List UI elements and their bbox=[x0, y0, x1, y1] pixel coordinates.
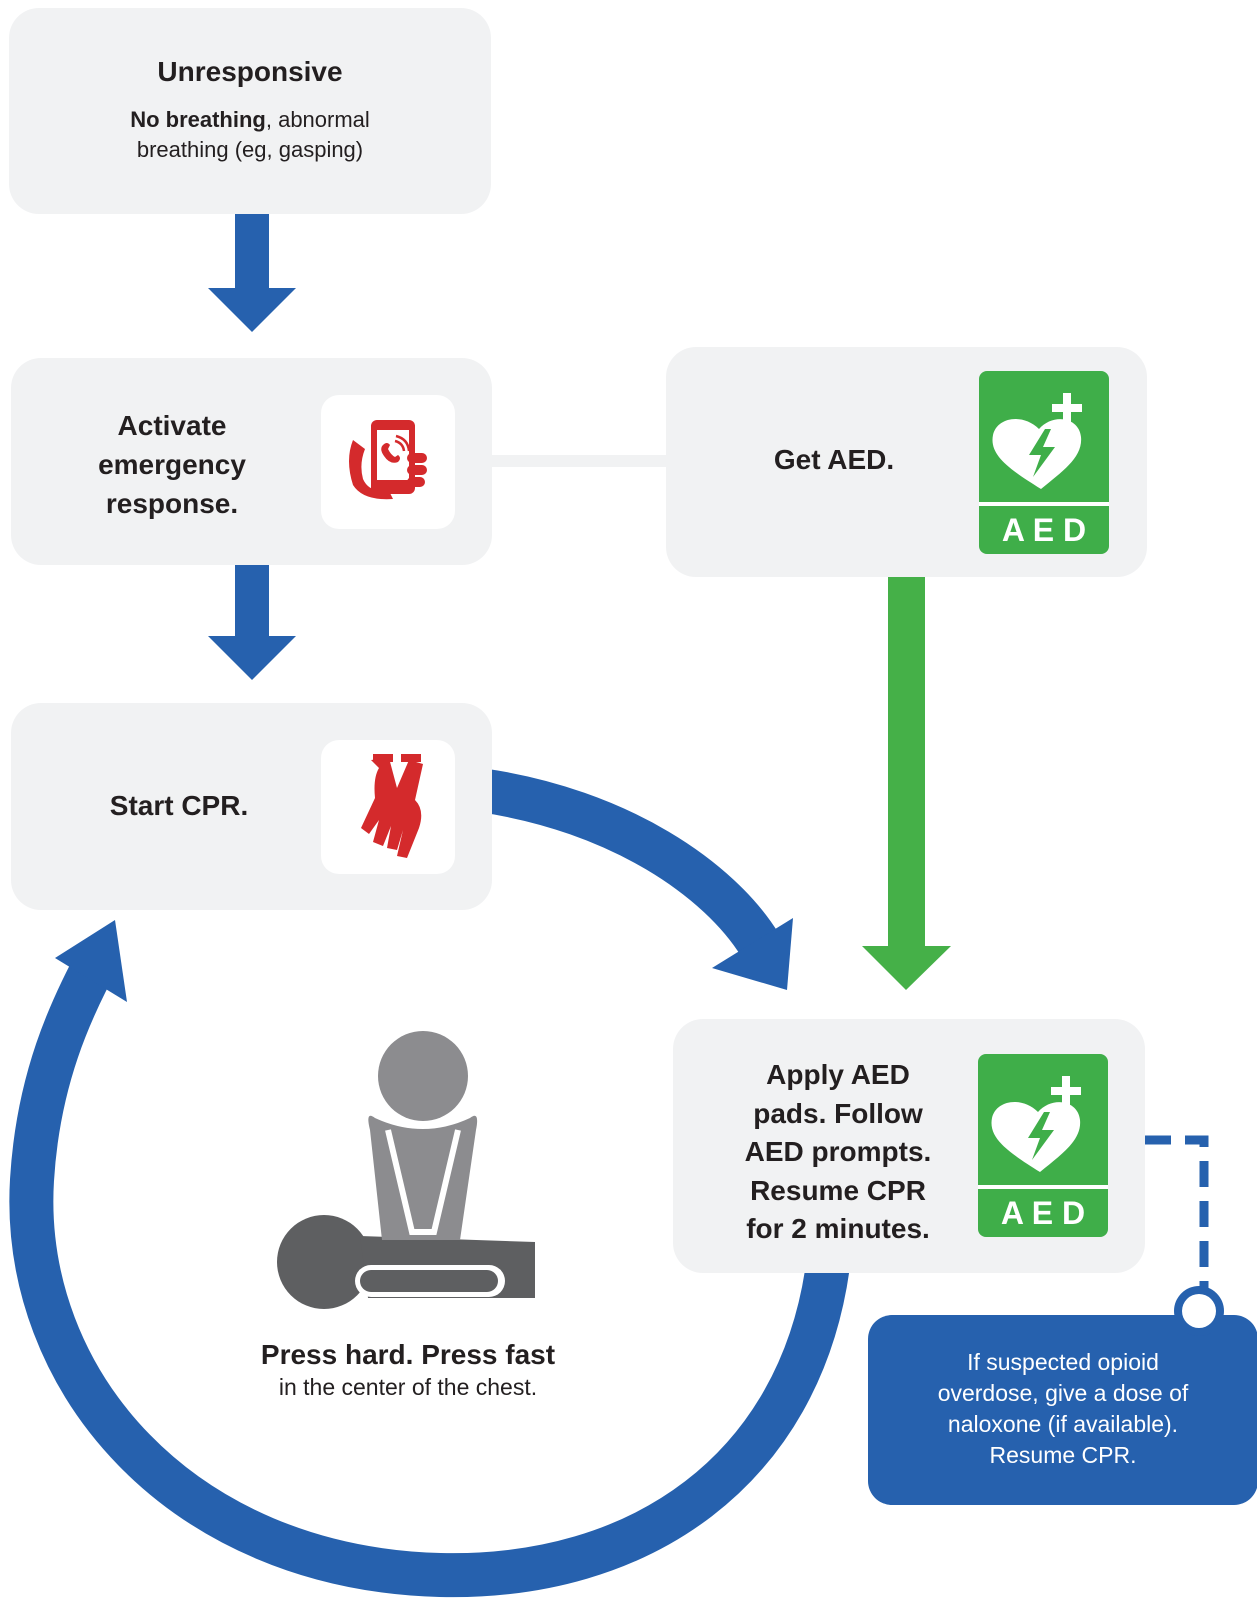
cpr-loop-arrowhead-left bbox=[55, 920, 127, 1002]
unresponsive-desc-line2: breathing (eg, gasping) bbox=[136, 137, 364, 162]
apply-aed-box: Apply AED pads. Follow AED prompts. Resu… bbox=[673, 1019, 1145, 1273]
callout-knob-inner bbox=[1182, 1294, 1216, 1328]
no-breathing-bold: No breathing bbox=[130, 107, 266, 132]
hands-compression-icon bbox=[361, 754, 423, 858]
get-aed-title: Get AED. bbox=[773, 444, 895, 475]
activate-line-2: emergency bbox=[98, 449, 246, 480]
aed-icon: A E D bbox=[979, 371, 1109, 554]
press-bold: Press hard. Press fast bbox=[260, 1339, 556, 1370]
cpr-loop-arrow bbox=[476, 768, 779, 957]
opioid-line-4: Resume CPR. bbox=[989, 1442, 1137, 1468]
get-aed-icon-text: A E D bbox=[1002, 512, 1086, 548]
unresponsive-box: Unresponsive No breathing, abnormal brea… bbox=[9, 8, 491, 214]
cpr-loop-bottom-arc bbox=[9, 944, 850, 1598]
cpr-loop-arrowhead-right bbox=[712, 918, 793, 990]
activate-line-1: Activate bbox=[117, 410, 227, 441]
apply-aed-line-4: Resume CPR bbox=[750, 1174, 926, 1206]
start-cpr-title: Start CPR. bbox=[109, 790, 249, 821]
arrow-down-2-head bbox=[208, 636, 296, 680]
unresponsive-desc: No breathing, abnormal breathing (eg, ga… bbox=[9, 105, 491, 165]
hands-tile bbox=[321, 740, 455, 874]
arrow-down-2-shaft bbox=[235, 564, 269, 640]
press-text: Press hard. Press fast in the center of … bbox=[200, 1338, 616, 1402]
opioid-text: If suspected opioid overdose, give a dos… bbox=[868, 1347, 1257, 1471]
green-arrow-head bbox=[862, 946, 951, 990]
apply-aed-line-5: for 2 minutes. bbox=[746, 1213, 930, 1244]
get-aed-box: Get AED. A E D bbox=[666, 347, 1147, 577]
opioid-callout: If suspected opioid overdose, give a dos… bbox=[868, 1315, 1257, 1505]
activate-box: Activate emergency response. bbox=[11, 358, 492, 565]
apply-aed-line-3: AED prompts. bbox=[744, 1136, 932, 1167]
dashed-connector bbox=[1145, 1135, 1209, 1290]
callout-knob bbox=[1174, 1286, 1224, 1336]
phone-tile bbox=[321, 395, 455, 529]
unresponsive-desc-line1: , abnormal bbox=[265, 107, 370, 132]
apply-aed-title: Apply AED pads. Follow AED prompts. Resu… bbox=[673, 1056, 1003, 1249]
apply-aed-line-2: pads. Follow bbox=[753, 1097, 923, 1129]
aed-icon: A E D bbox=[978, 1054, 1108, 1237]
apply-aed-icon-text: A E D bbox=[1001, 1195, 1085, 1231]
opioid-line-2: overdose, give a dose of bbox=[937, 1380, 1189, 1406]
phone-in-hand-icon bbox=[349, 420, 427, 500]
get-aed-icon-wrap: A E D bbox=[979, 371, 1109, 554]
arrow-down-1-head bbox=[208, 288, 296, 332]
unresponsive-title: Unresponsive bbox=[157, 56, 343, 87]
arrow-down-1-shaft bbox=[235, 212, 269, 292]
activate-line-3: response. bbox=[105, 488, 239, 519]
green-arrow-shaft bbox=[888, 577, 925, 949]
activate-title: Activate emergency response. bbox=[11, 406, 333, 523]
start-cpr-box: Start CPR. bbox=[11, 703, 492, 910]
press-normal: in the center of the chest. bbox=[278, 1374, 538, 1400]
opioid-line-1: If suspected opioid bbox=[967, 1349, 1159, 1375]
apply-aed-line-1: Apply AED bbox=[766, 1059, 910, 1090]
apply-aed-icon-wrap: A E D bbox=[978, 1054, 1108, 1237]
opioid-line-3: naloxone (if available). bbox=[947, 1411, 1179, 1437]
